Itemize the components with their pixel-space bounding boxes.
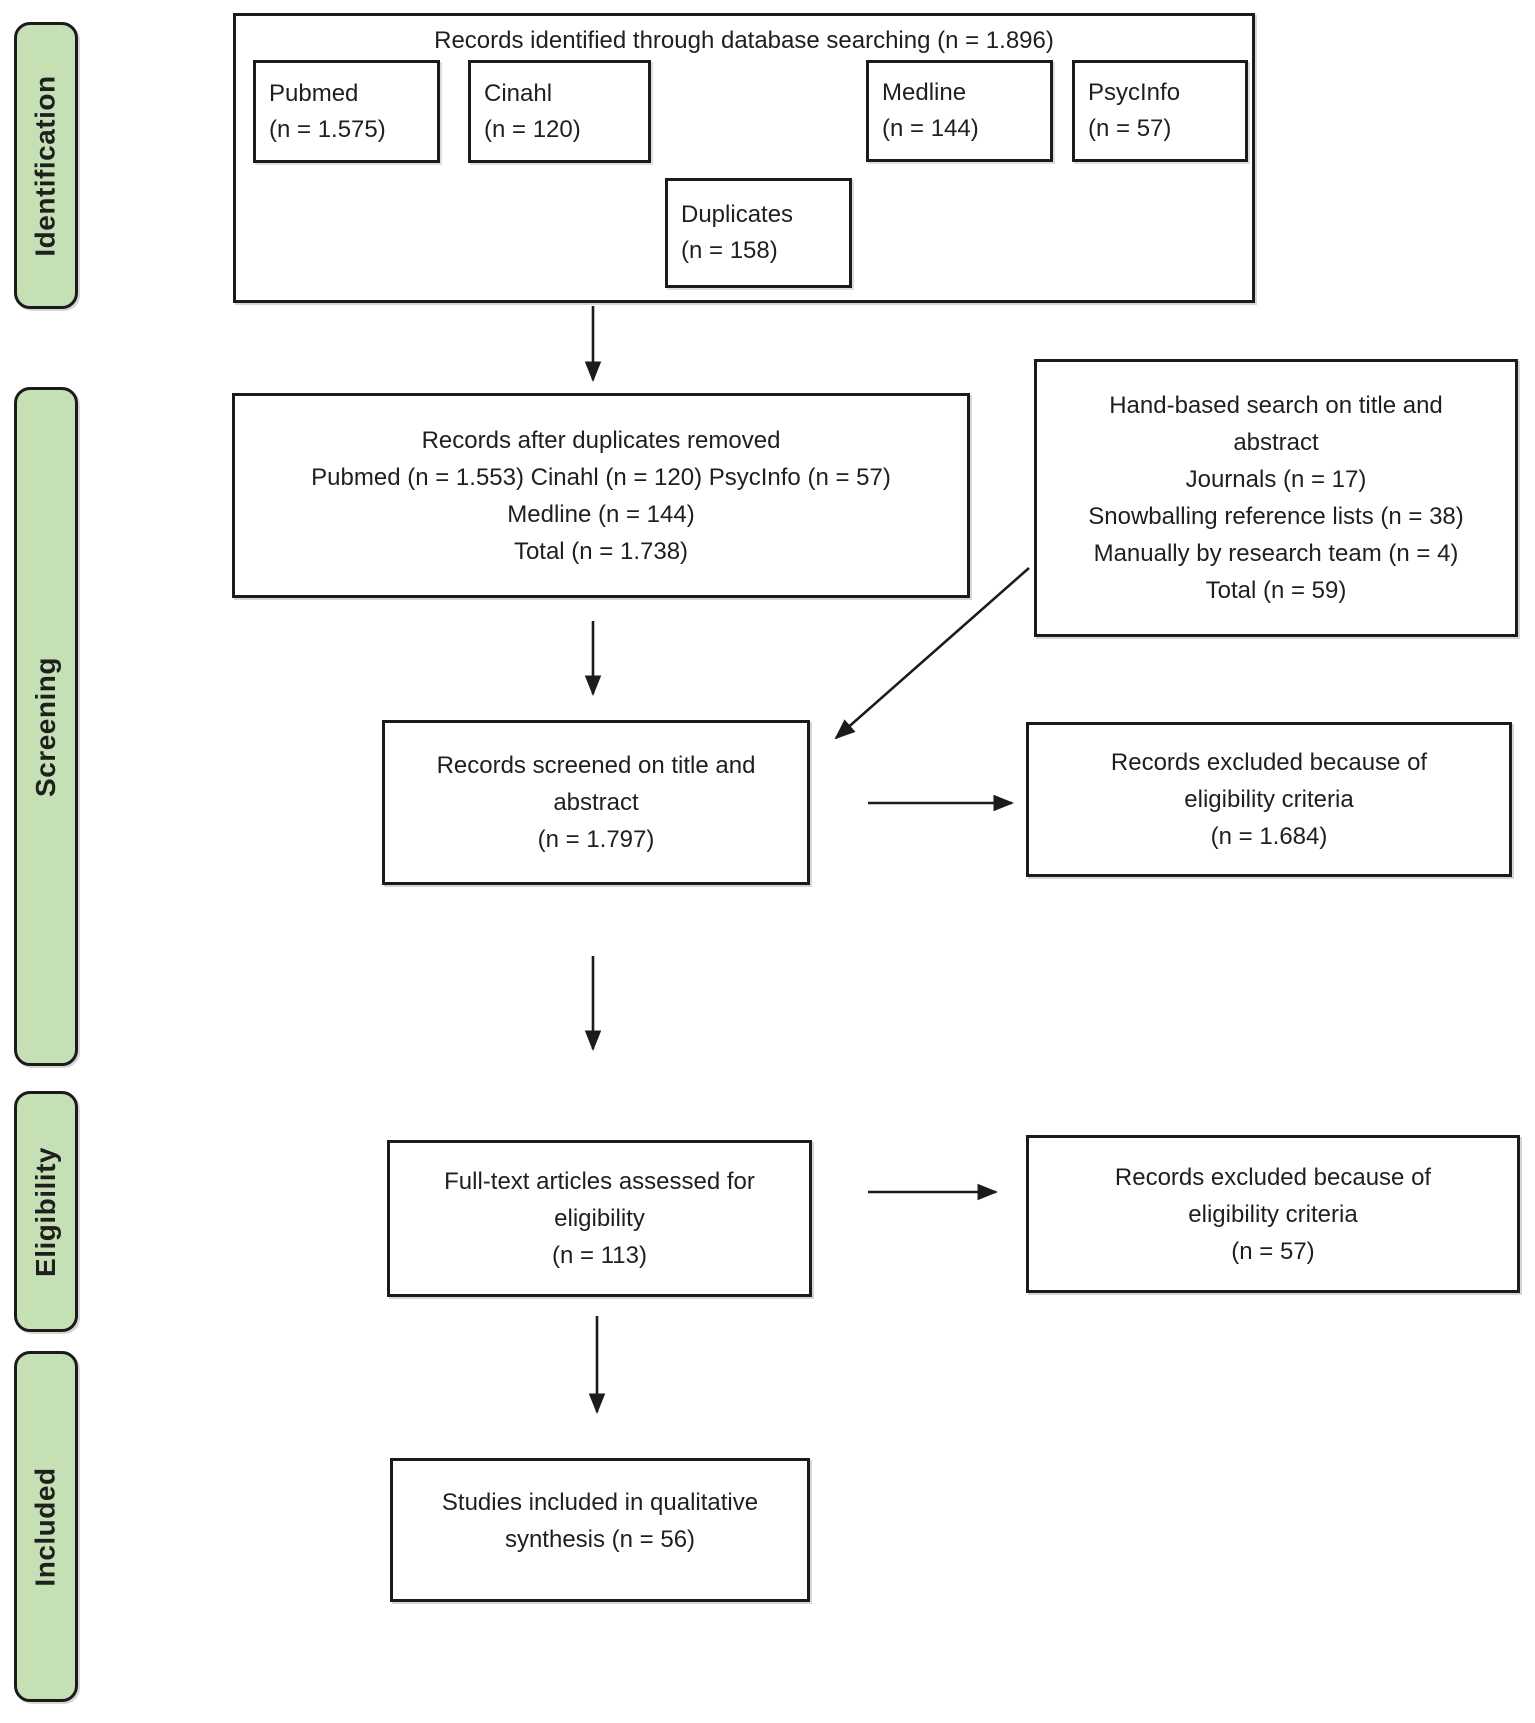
hand-search-box: Hand-based search on title and abstract …	[1034, 359, 1518, 637]
records-identified-title: Records identified through database sear…	[434, 27, 1054, 54]
source-count: (n = 57)	[1088, 115, 1172, 142]
stage-eligibility-label: Eligibility	[30, 1146, 61, 1277]
screened-box: Records screened on title and abstract (…	[382, 720, 810, 885]
excluded-eligibility-line: Records excluded because of	[1114, 1163, 1432, 1191]
duplicates-box: Duplicates (n = 158)	[665, 178, 852, 288]
source-name: Pubmed	[269, 79, 359, 107]
stage-identification: Identification	[14, 22, 78, 309]
screened-line: (n = 1.797)	[537, 826, 655, 853]
included-box: Studies included in qualitative synthesi…	[390, 1458, 810, 1602]
source-box-cinahl: Cinahl (n = 120)	[468, 60, 651, 163]
excluded-eligibility-line: eligibility criteria	[1188, 1200, 1358, 1228]
source-count: (n = 120)	[484, 115, 581, 143]
included-line: Studies included in qualitative	[441, 1489, 759, 1516]
excluded-screening-line: (n = 1.684)	[1210, 823, 1328, 850]
fulltext-line: (n = 113)	[552, 1242, 647, 1269]
after-duplicates-line: Medline (n = 144)	[507, 500, 695, 528]
source-count: (n = 158)	[681, 237, 778, 264]
after-duplicates-box: Records after duplicates removed Pubmed …	[232, 393, 970, 598]
after-duplicates-line: Total (n = 1.738)	[513, 537, 689, 565]
screened-line: abstract	[553, 789, 639, 816]
source-name: Medline	[882, 79, 967, 106]
hand-search-line: Journals (n = 17)	[1185, 466, 1367, 493]
stage-screening-label: Screening	[30, 656, 62, 797]
excluded-eligibility-line: (n = 57)	[1231, 1237, 1315, 1265]
screened-line: Records screened on title and	[436, 752, 756, 779]
source-box-medline: Medline (n = 144)	[866, 60, 1053, 162]
fulltext-line: eligibility	[554, 1205, 645, 1232]
fulltext-box: Full-text articles assessed for eligibil…	[387, 1140, 812, 1297]
after-duplicates-line: Pubmed (n = 1.553) Cinahl (n = 120) Psyc…	[311, 463, 891, 491]
source-count: (n = 1.575)	[269, 115, 386, 143]
source-box-pubmed: Pubmed (n = 1.575)	[253, 60, 440, 163]
included-line: synthesis (n = 56)	[504, 1526, 696, 1553]
excluded-screening-line: Records excluded because of	[1110, 749, 1428, 776]
source-name: Cinahl	[484, 79, 553, 107]
stage-screening: Screening	[14, 387, 78, 1066]
hand-search-line: abstract	[1233, 429, 1319, 456]
excluded-eligibility-box: Records excluded because of eligibility …	[1026, 1135, 1520, 1293]
stage-eligibility: Eligibility	[14, 1091, 78, 1332]
excluded-screening-box: Records excluded because of eligibility …	[1026, 722, 1512, 877]
hand-search-line: Snowballing reference lists (n = 38)	[1088, 503, 1464, 530]
stage-identification-label: Identification	[30, 74, 62, 257]
source-box-psycinfo: PsycInfo (n = 57)	[1072, 60, 1248, 162]
stage-included-label: Included	[30, 1466, 61, 1587]
hand-search-line: Hand-based search on title and	[1109, 392, 1443, 419]
source-name: Duplicates	[681, 201, 794, 228]
hand-search-line: Manually by research team (n = 4)	[1093, 540, 1459, 567]
source-name: PsycInfo	[1088, 79, 1181, 106]
stage-included: Included	[14, 1351, 78, 1702]
fulltext-line: Full-text articles assessed for	[444, 1168, 755, 1195]
after-duplicates-line: Records after duplicates removed	[421, 426, 781, 454]
excluded-screening-line: eligibility criteria	[1184, 786, 1354, 813]
hand-search-line: Total (n = 59)	[1205, 577, 1347, 604]
source-count: (n = 144)	[882, 115, 979, 142]
